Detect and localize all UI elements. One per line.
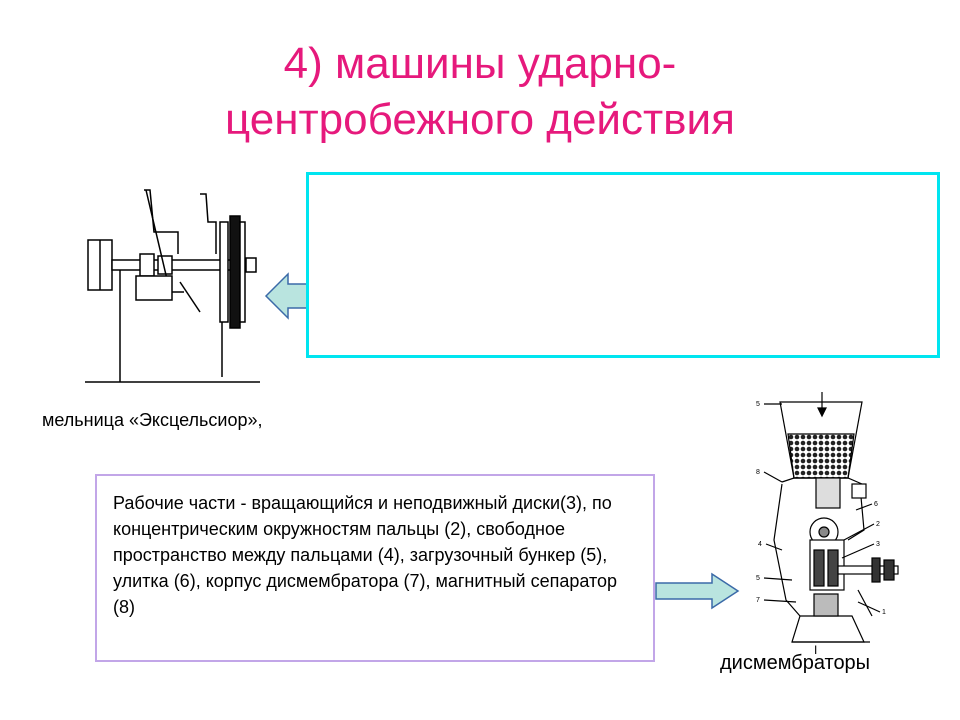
title-line-1: 4) машины ударно- (283, 39, 677, 88)
label-3: 3 (876, 541, 880, 548)
mill-excelsior-diagram (85, 189, 260, 383)
dismembrator-caption: дисмембраторы (720, 652, 871, 674)
image-placeholder-box (306, 172, 940, 358)
working-parts-description: Рабочие части - вращающийся и неподвижны… (95, 474, 655, 662)
title-line-2: центробежного действия (225, 95, 735, 144)
label-4: 4 (758, 541, 762, 548)
slide-title: 4) машины ударно- центробежного действия (0, 36, 960, 148)
label-2: 2 (876, 521, 880, 528)
arrow-right-icon (655, 572, 740, 610)
label-5: 5 (756, 401, 760, 408)
label-6: 6 (874, 501, 878, 508)
label-7: 7 (756, 597, 760, 604)
dismembrator-diagram: 5 8 6 2 4 3 5 7 1 I (756, 392, 899, 655)
label-8: 8 (756, 469, 760, 476)
label-1: 1 (882, 609, 886, 616)
label-5b: 5 (756, 575, 760, 582)
mill-caption: мельница «Эксцельсиор», (42, 410, 263, 430)
label-i: I (814, 643, 817, 655)
